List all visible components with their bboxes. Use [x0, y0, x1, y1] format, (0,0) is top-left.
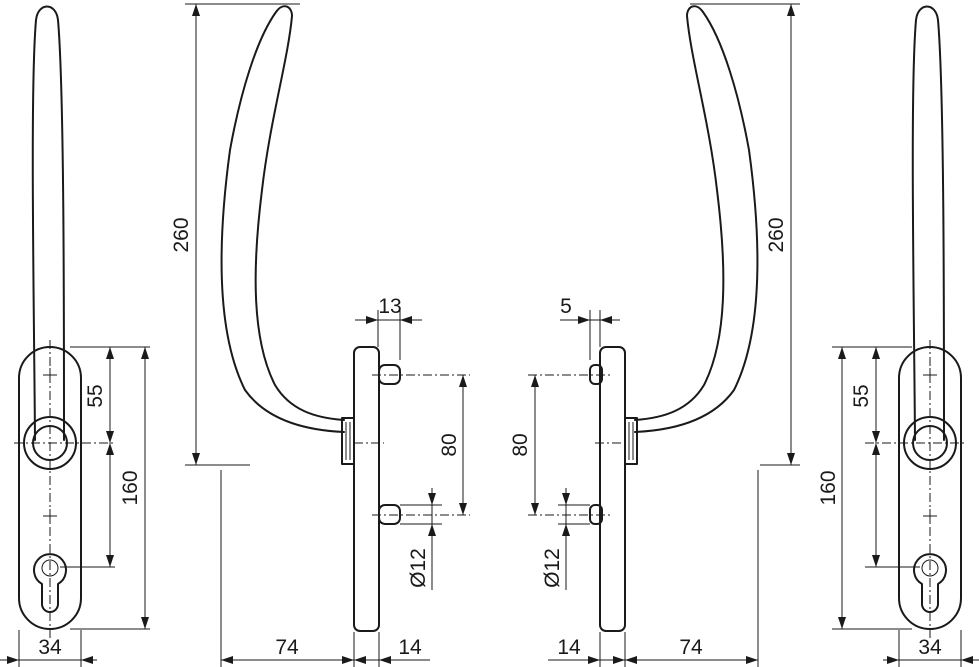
dim-rose-width-right: 34	[918, 636, 942, 659]
dim-rose-height-left: 160	[119, 470, 142, 505]
dim-pin-offset-left: 13	[378, 295, 401, 318]
dim-spindle-to-cylinder-right: 55	[850, 384, 873, 407]
dim-pin-spacing-left: 80	[438, 433, 461, 456]
handle-collar-left	[341, 417, 355, 465]
dim-rose-thickness-left: 14	[398, 636, 422, 659]
left-front-view: 55 160 34	[0, 5, 150, 667]
dim-height-right: 260	[765, 217, 788, 252]
dim-pin-diameter-right: Ø12	[541, 548, 564, 588]
dim-pin-diameter-left: Ø12	[407, 548, 430, 588]
right-front-view: 55 160 34	[817, 5, 979, 667]
dim-pin-offset-right: 5	[560, 295, 572, 318]
handle-collar-right	[624, 417, 638, 465]
cylinder-keyhole	[33, 553, 67, 613]
dim-pin-spacing-right: 80	[509, 433, 532, 456]
handle-lever-profile-left	[220, 5, 345, 433]
rose-plate-left	[353, 346, 380, 632]
keyhole-center	[41, 559, 59, 577]
handle-lever-profile-right	[634, 5, 759, 433]
handle-lever-front	[31, 5, 65, 441]
dim-spindle-to-cylinder-left: 55	[84, 384, 107, 407]
dim-rose-height-right: 160	[817, 470, 840, 505]
left-side-view: 260 13 80 Ø12 74 14	[170, 3, 470, 667]
handle-lever-front-right	[911, 5, 945, 441]
dim-rose-width-left: 34	[38, 636, 62, 659]
dim-rose-thickness-right: 14	[557, 636, 581, 659]
dim-projection-left: 74	[275, 636, 299, 659]
dim-projection-right: 74	[679, 636, 703, 659]
right-side-view: 260 5 80 Ø12 14 74	[509, 3, 800, 667]
rose-plate-right	[599, 346, 626, 632]
dim-height-left: 260	[170, 217, 193, 252]
